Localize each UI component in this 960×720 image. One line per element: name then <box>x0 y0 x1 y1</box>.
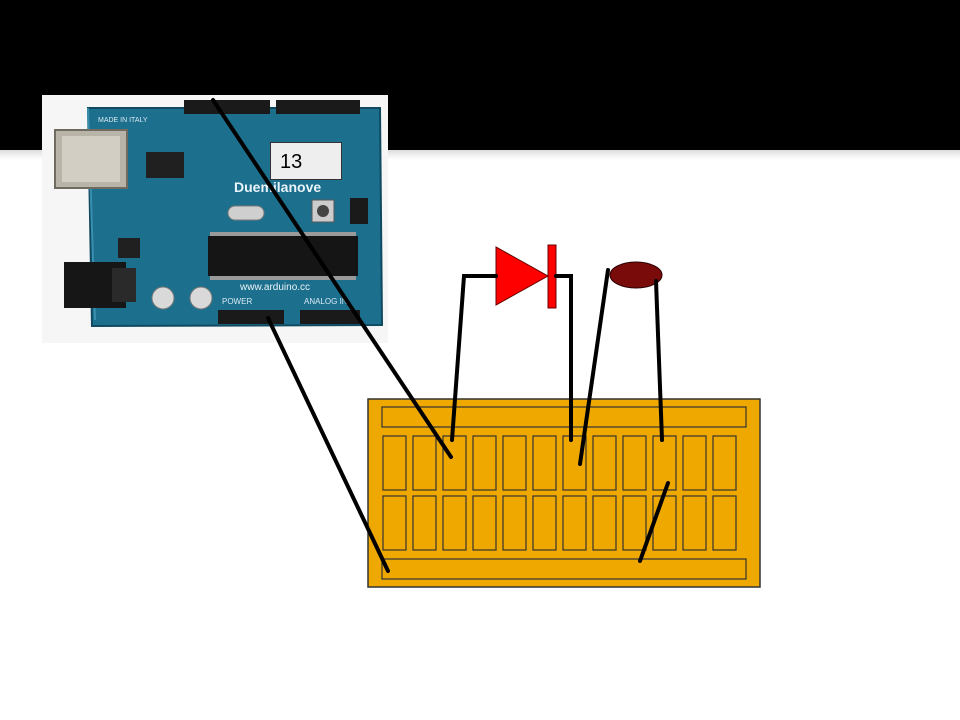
wires <box>211 98 670 573</box>
wire-to-ground-rail <box>638 481 670 563</box>
title-divider <box>0 150 960 160</box>
wire-led-anode <box>450 274 498 442</box>
breadboard-strip-top <box>412 435 437 491</box>
power-header <box>218 310 284 324</box>
microcontroller-chip-icon <box>208 232 358 280</box>
pin-label-13: 13 <box>270 142 342 180</box>
power-jack-icon <box>64 262 136 308</box>
wire-resistor-right <box>654 279 664 442</box>
breadboard-strip-bottom <box>412 495 437 551</box>
breadboard-strip-top <box>622 435 647 491</box>
board-name-text: Duemilanove <box>234 179 321 195</box>
breadboard-strip-bottom <box>442 495 467 551</box>
breadboard-strip-top <box>712 435 737 491</box>
breadboard-strip-top <box>592 435 617 491</box>
breadboard-bottom-rail <box>381 558 747 580</box>
breadboard-strip-bottom <box>532 495 557 551</box>
board-site-text: www.arduino.cc <box>239 282 310 293</box>
wire-led-cathode <box>554 274 573 442</box>
breadboard-strip-bottom <box>502 495 527 551</box>
analog-header <box>300 310 360 324</box>
arduino-board: Duemilanove www.arduino.cc MADE IN ITALY… <box>42 95 388 343</box>
breadboard-strip-top <box>502 435 527 491</box>
wire-gnd-to-rail <box>266 316 390 573</box>
breadboard-strip-top <box>442 435 467 491</box>
breadboard-top-rail <box>381 406 747 428</box>
usb-port-icon <box>54 129 128 189</box>
wire-pin13-to-breadboard <box>211 98 453 459</box>
breadboard-strip-bottom <box>622 495 647 551</box>
digital-header-right <box>276 100 360 114</box>
resistor-icon <box>609 261 663 289</box>
board-made-in-text: MADE IN ITALY <box>98 117 148 124</box>
breadboard-strip-top <box>652 435 677 491</box>
breadboard-strip-bottom <box>682 495 707 551</box>
wire-resistor-left <box>578 268 610 466</box>
breadboard-strip-top <box>532 435 557 491</box>
led-diode-icon <box>495 244 557 309</box>
breadboard-strip-bottom <box>562 495 587 551</box>
digital-header-left <box>184 100 270 114</box>
breadboard <box>367 398 761 588</box>
power-header-label: POWER <box>222 297 252 306</box>
breadboard-strip-top <box>682 435 707 491</box>
breadboard-strip-bottom <box>652 495 677 551</box>
breadboard-strip-bottom <box>382 495 407 551</box>
analog-header-label: ANALOG IN <box>304 297 348 306</box>
breadboard-strip-bottom <box>592 495 617 551</box>
breadboard-strip-bottom <box>472 495 497 551</box>
breadboard-strip-top <box>472 435 497 491</box>
breadboard-top-row <box>382 435 737 491</box>
breadboard-strip-top <box>382 435 407 491</box>
breadboard-strip-bottom <box>712 495 737 551</box>
